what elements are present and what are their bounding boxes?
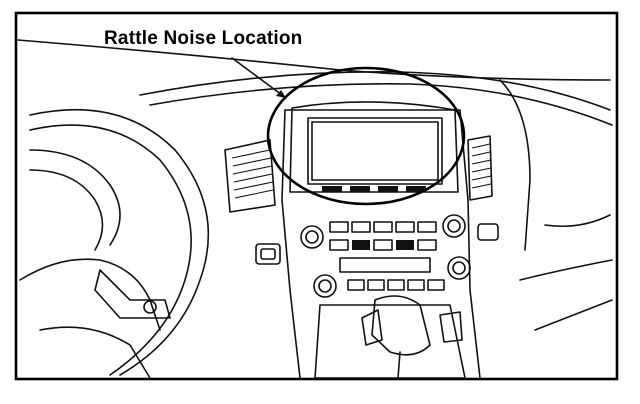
right-vent-louvers — [471, 143, 492, 189]
dash-top-line-2 — [149, 83, 613, 126]
right-knob-lower — [447, 256, 471, 280]
right-door-line — [544, 214, 611, 228]
shift-knob — [371, 295, 431, 356]
console-switch — [439, 311, 463, 343]
shift-button — [361, 309, 383, 346]
center-stack-right-edge — [284, 109, 481, 379]
right-dash-line — [519, 259, 613, 281]
center-stack-left-edge — [281, 109, 301, 379]
steering-spoke-2 — [29, 169, 104, 251]
display-screen-inner — [311, 121, 439, 181]
left-vent — [224, 139, 276, 213]
column-cover — [19, 258, 161, 331]
shift-lever — [397, 351, 401, 379]
left-knob-upper — [300, 225, 324, 249]
knee-panel — [39, 326, 151, 379]
shifter-console — [314, 304, 466, 379]
steering-wheel-outer — [29, 108, 210, 376]
display-screen — [307, 117, 443, 185]
audio-panel — [339, 257, 431, 273]
callout-label: Rattle Noise Location — [104, 28, 303, 49]
leader-arrowhead — [276, 90, 286, 98]
right-knob-upper — [442, 214, 466, 238]
display-bezel — [289, 101, 459, 193]
right-lower-line — [534, 299, 613, 331]
audio-button-row — [347, 279, 445, 291]
left-knob-lower — [313, 274, 337, 298]
left-vent-louvers — [231, 149, 274, 199]
steering-wheel-inner — [29, 124, 192, 376]
climate-button-row-2 — [329, 239, 437, 251]
steering-spoke — [29, 149, 121, 246]
a-pillar — [499, 79, 531, 251]
leader-arrow — [231, 57, 287, 99]
callout-circle — [266, 66, 466, 206]
display-buttons — [322, 186, 426, 192]
stalk — [94, 269, 171, 319]
left-switch-inner — [260, 248, 276, 260]
left-switch — [255, 243, 281, 265]
figure-frame — [14, 11, 619, 381]
climate-button-row-1 — [329, 221, 437, 233]
dash-top-line — [139, 71, 611, 111]
stalk-knob — [143, 300, 157, 314]
right-switch — [477, 223, 499, 241]
right-vent — [467, 135, 493, 201]
